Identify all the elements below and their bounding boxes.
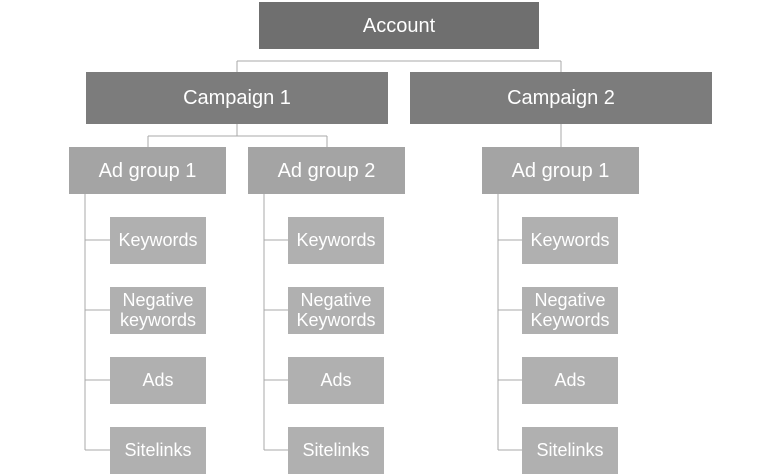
campaign-2-node: Campaign 2 [410, 72, 712, 124]
campaign-2-ad-group-1-node: Ad group 1 [482, 147, 639, 194]
campaign-1-ad-group-1-node: Ad group 1 [69, 147, 226, 194]
c2-ag1-negative-keywords-node: Negative Keywords [522, 287, 618, 334]
campaign-1-node: Campaign 1 [86, 72, 388, 124]
c2-ag1-sitelinks-node: Sitelinks [522, 427, 618, 474]
campaign-1-ad-group-2-node: Ad group 2 [248, 147, 405, 194]
c2-ag1-ads-node: Ads [522, 357, 618, 404]
c1-ag1-ads-node: Ads [110, 357, 206, 404]
c1-ag2-ads-node: Ads [288, 357, 384, 404]
c1-ag1-sitelinks-node: Sitelinks [110, 427, 206, 474]
c1-ag2-keywords-node: Keywords [288, 217, 384, 264]
c1-ag1-negative-keywords-node: Negative keywords [110, 287, 206, 334]
c2-ag1-keywords-node: Keywords [522, 217, 618, 264]
account-node: Account [259, 2, 539, 49]
c1-ag2-sitelinks-node: Sitelinks [288, 427, 384, 474]
c1-ag2-negative-keywords-node: Negative Keywords [288, 287, 384, 334]
c1-ag1-keywords-node: Keywords [110, 217, 206, 264]
